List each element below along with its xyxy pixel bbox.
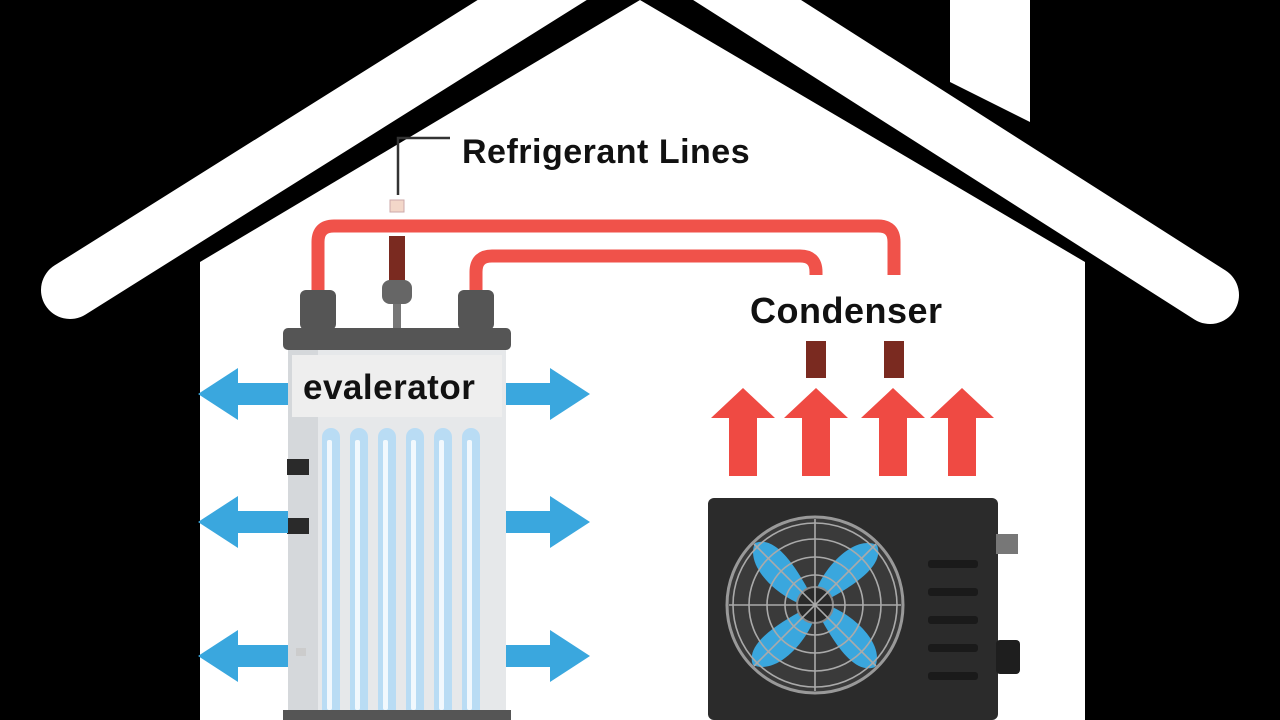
evaporator-coil-icon [283,280,511,720]
condenser-valve [996,534,1018,554]
refrigerant-line-inner [469,249,823,296]
evaporator-clip [287,459,309,475]
fan-guard [729,519,901,691]
condenser-unit-icon [708,498,1020,720]
house [41,0,1239,720]
evaporator-label-plate [292,355,502,417]
cool-air-arrow-left [198,496,288,548]
roof-left [41,0,587,319]
cool-air-arrow-right [506,496,590,548]
fitting-left [300,290,336,330]
condenser-pipe-stub-left [806,341,826,378]
cool-air-arrow-left [198,368,288,420]
hot-air-arrows [711,388,994,476]
fin-highlight [439,440,444,710]
roof-right [693,0,1239,324]
fin-highlight [467,440,472,710]
fitting-center-stem [393,296,401,330]
fitting-right [458,290,494,330]
refrigerant-lines [311,219,904,378]
evaporator-label: evalerator [303,368,476,407]
evaporator-clip [296,648,306,656]
refrigerant-leader-line [396,136,450,195]
condenser-vent [928,616,978,624]
condenser-side-port [996,640,1020,674]
condenser-pipe-stub-right [884,341,904,378]
fin-highlight [327,440,332,710]
leader-tip [389,199,405,213]
fitting-center [382,280,412,304]
condenser-vent [928,588,978,596]
hot-air-arrow [711,388,775,476]
refrigerant-lines-label: Refrigerant Lines [462,133,751,171]
evaporator-clip [287,518,309,534]
condenser-vent [928,644,978,652]
fin-highlight [411,440,416,710]
chimney [950,0,1030,122]
cool-air-arrow-right [506,368,590,420]
condenser-label: Condenser [750,290,943,331]
evaporator-base [283,710,511,720]
condenser-vent [928,560,978,568]
cool-air-arrows [198,368,590,682]
center-pipe-stub [389,236,405,282]
fin-highlight [355,440,360,710]
refrigerant-line-outer [311,219,901,296]
hot-air-arrow [861,388,925,476]
hot-air-arrow [930,388,994,476]
cool-air-arrow-right [506,630,590,682]
evaporator-cap [283,328,511,350]
fan-icon [725,515,905,695]
fin-highlight [383,440,388,710]
cool-air-arrow-left [198,630,288,682]
hot-air-arrow [784,388,848,476]
condenser-vent [928,672,978,680]
